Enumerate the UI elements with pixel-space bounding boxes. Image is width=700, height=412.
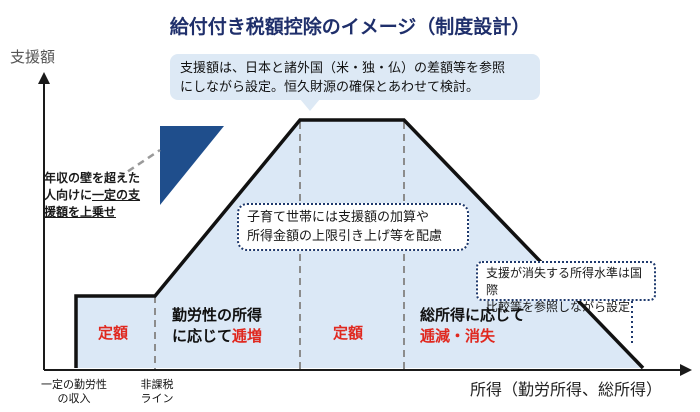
callout-line-1: 支援額は、日本と諸外国（米・独・仏）の差額等を参照 — [180, 61, 506, 76]
tick-labor-income-line-2: の収入 — [57, 392, 91, 405]
vanish-note-line-1: 支援が消失する所得水準は国際 — [486, 266, 643, 297]
benefit-curve — [74, 118, 645, 370]
tick-tax-exempt-line-1: 非課税 — [140, 378, 174, 391]
zone-labor-red: 逓増 — [232, 327, 263, 345]
child-note-line-1: 子育て世帯には支援額の加算や — [247, 210, 430, 225]
y-axis-label: 支援額 — [10, 48, 56, 66]
child-household-note: 子育て世帯には支援額の加算や 所得金額の上限引き上げ等を配慮 — [237, 203, 469, 251]
wall-note-line-2-underlined: 一定の支 — [92, 188, 141, 202]
zone-total-red: 逓減・消失 — [420, 327, 496, 345]
x-axis-arrow — [680, 364, 692, 376]
zone-fixed-2-label: 定額 — [333, 324, 364, 342]
support-amount-callout: 支援額は、日本と諸外国（米・独・仏）の差額等を参照 にしながら設定。恒久財源の確… — [170, 54, 540, 100]
zone-labor-label: 勤労性の所得 に応じて逓増 — [172, 305, 262, 347]
zone-labor-line-1: 勤労性の所得 — [172, 306, 263, 324]
tick-labor-income: 一定の勤労性 の収入 — [24, 378, 124, 406]
zone-labor-pre: に応じて — [172, 327, 233, 345]
child-note-line-2: 所得金額の上限引き上げ等を配慮 — [247, 229, 443, 244]
callout-tail — [300, 99, 320, 111]
wall-note-line-2-pre: 人向けに — [44, 188, 93, 202]
callout-line-2: にしながら設定。恒久財源の確保とあわせて検討。 — [180, 80, 480, 95]
zone-fixed-1-label: 定額 — [98, 324, 129, 342]
income-wall-note: 年収の壁を超えた 人向けに一定の支 援額を上乗せ — [44, 170, 164, 221]
tick-tax-exempt-line: 非課税 ライン — [125, 378, 189, 406]
wall-topup-triangle — [160, 126, 224, 205]
zone-total-line-1: 総所得に応じて — [420, 306, 526, 324]
vanish-note-line-2: 比較等を参照しながら設定 — [486, 300, 631, 314]
page-title: 給付付き税額控除のイメージ（制度設計） — [169, 16, 531, 38]
x-axis-label: 所得（勤労所得、総所得） — [470, 380, 663, 399]
tick-labor-income-line-1: 一定の勤労性 — [41, 378, 107, 391]
wall-leader-line — [117, 148, 161, 180]
wall-note-line-2: 人向けに一定の支 — [44, 187, 164, 204]
wall-note-line-1: 年収の壁を超えた — [44, 171, 141, 185]
vanish-level-note: 支援が消失する所得水準は国際 比較等を参照しながら設定 — [476, 261, 656, 314]
zone-total-label: 総所得に応じて 逓減・消失 — [420, 305, 525, 347]
y-axis-arrow — [38, 72, 50, 84]
wall-note-line-3: 援額を上乗せ — [44, 205, 117, 219]
tick-tax-exempt-line-2: ライン — [140, 392, 174, 405]
zone-labor-line-2: に応じて逓増 — [172, 326, 262, 347]
